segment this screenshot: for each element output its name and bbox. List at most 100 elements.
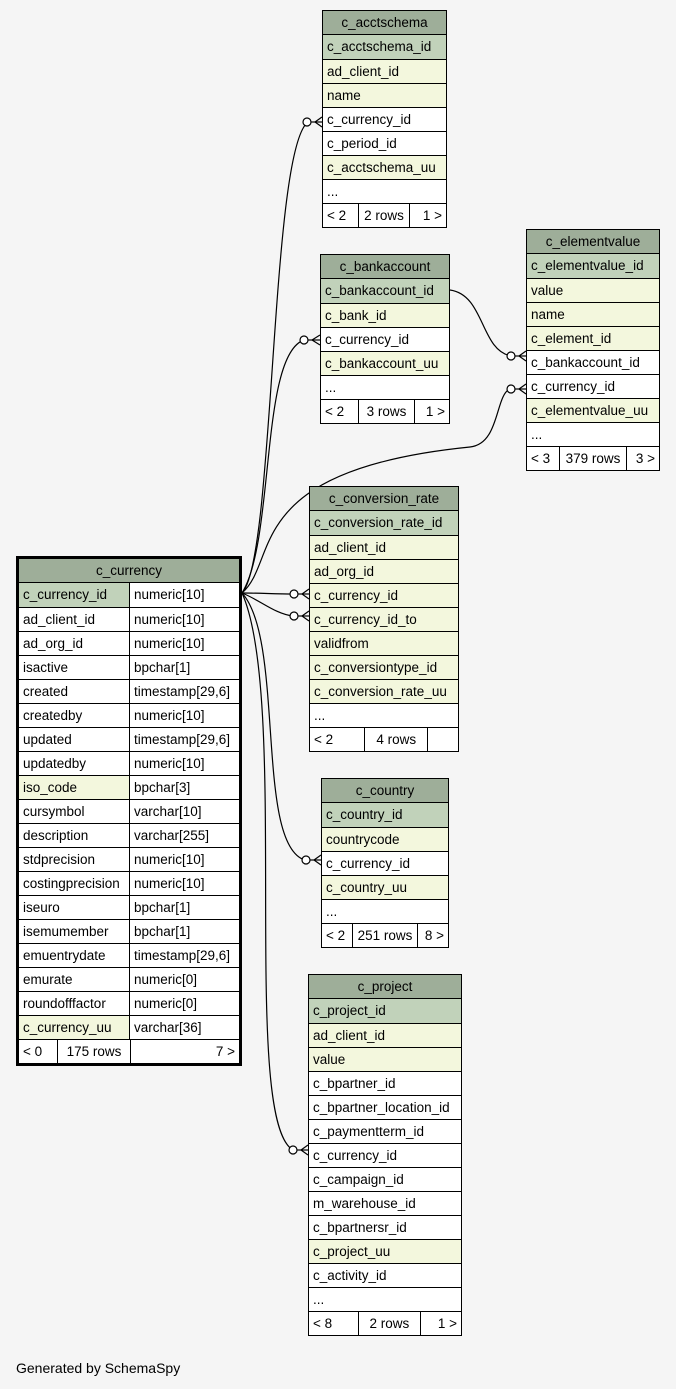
table-row[interactable]: ... [310, 703, 458, 727]
table-row[interactable]: ... [323, 179, 446, 203]
table-row[interactable]: c_bpartner_location_id [309, 1095, 461, 1119]
children-count[interactable]: 1 > [422, 208, 442, 223]
table-row[interactable]: ... [322, 899, 448, 923]
table-row[interactable]: c_bpartnersr_id [309, 1215, 461, 1239]
table-header[interactable]: c_project [309, 975, 461, 999]
children-count[interactable] [428, 728, 458, 751]
table-row[interactable]: c_currency_id [310, 583, 458, 607]
table-header[interactable]: c_acctschema [323, 11, 446, 35]
table-row[interactable]: c_conversiontype_id [310, 655, 458, 679]
table-row[interactable]: ... [527, 422, 659, 446]
children-count[interactable]: 8 > [424, 928, 444, 943]
table-row[interactable]: c_country_id [322, 803, 448, 827]
children-count[interactable]: 1 > [425, 404, 445, 419]
column-name: ad_client_id [19, 608, 129, 631]
parents-count[interactable]: < 8 [313, 1316, 333, 1331]
children-count[interactable]: 3 > [635, 451, 655, 466]
table-row[interactable]: ... [321, 375, 449, 399]
table-row[interactable]: countrycode [322, 827, 448, 851]
children-count[interactable]: 1 > [437, 1316, 457, 1331]
table-header[interactable]: c_elementvalue [527, 230, 659, 254]
table-row[interactable]: ad_org_id [310, 559, 458, 583]
table-row[interactable]: c_bankaccount_id [321, 279, 449, 303]
table-row[interactable]: c_campaign_id [309, 1167, 461, 1191]
parents-count[interactable]: < 2 [326, 928, 346, 943]
table-row[interactable]: c_currency_id_to [310, 607, 458, 631]
table-row[interactable]: c_currency_id [321, 327, 449, 351]
table-row[interactable]: c_currency_id [309, 1143, 461, 1167]
table-row[interactable]: c_paymentterm_id [309, 1119, 461, 1143]
table-row[interactable]: name [323, 83, 446, 107]
parents-count[interactable]: < 2 [314, 732, 334, 747]
parents-count[interactable]: < 3 [531, 451, 551, 466]
table-row[interactable]: c_bankaccount_uu [321, 351, 449, 375]
table-row[interactable]: c_activity_id [309, 1263, 461, 1287]
table-row[interactable]: c_elementvalue_id [527, 254, 659, 278]
table-row[interactable]: ad_client_id [309, 1023, 461, 1047]
table-row[interactable]: ad_client_id [323, 59, 446, 83]
table-row[interactable]: c_project_uu [309, 1239, 461, 1263]
table-row[interactable]: c_acctschema_id [323, 35, 446, 59]
table-row[interactable]: c_elementvalue_uu [527, 398, 659, 422]
link-bankaccount [241, 339, 305, 594]
table-row[interactable]: name [527, 302, 659, 326]
table-row[interactable]: c_period_id [323, 131, 446, 155]
table-row[interactable]: validfrom [310, 631, 458, 655]
table-row[interactable]: c_bankaccount_id [527, 350, 659, 374]
table-row[interactable]: c_bpartner_id [309, 1071, 461, 1095]
table-row[interactable]: c_currency_id [527, 374, 659, 398]
table-header[interactable]: c_bankaccount [321, 255, 449, 279]
table-row[interactable]: c_bank_id [321, 303, 449, 327]
table-row[interactable]: c_element_id [527, 326, 659, 350]
table-row[interactable]: c_project_id [309, 999, 461, 1023]
table-row[interactable]: value [527, 278, 659, 302]
table-row[interactable]: ... [309, 1287, 461, 1311]
column-name: c_project_uu [309, 1240, 461, 1263]
table-header[interactable]: c_currency [19, 559, 239, 583]
parents-count[interactable]: < 0 [23, 1044, 43, 1059]
table-row[interactable]: c_currency_id [322, 851, 448, 875]
table-header[interactable]: c_conversion_rate [310, 487, 458, 511]
table-row[interactable]: c_conversion_rate_id [310, 511, 458, 535]
parents-count[interactable]: < 2 [327, 208, 347, 223]
generated-by-note: Generated by SchemaSpy [16, 1360, 181, 1376]
table-row[interactable]: c_acctschema_uu [323, 155, 446, 179]
table-row[interactable]: c_conversion_rate_uu [310, 679, 458, 703]
children-count[interactable]: 7 > [215, 1044, 235, 1059]
parents-count[interactable]: < 2 [325, 404, 345, 419]
table-row[interactable]: c_country_uu [322, 875, 448, 899]
table-row[interactable]: value [309, 1047, 461, 1071]
column-name: roundofffactor [19, 992, 129, 1015]
table-row[interactable]: ad_client_id [310, 535, 458, 559]
table-row[interactable]: m_warehouse_id [309, 1191, 461, 1215]
column-type: numeric[10] [129, 872, 239, 895]
table-row[interactable]: c_currency_id [323, 107, 446, 131]
table-header[interactable]: c_country [322, 779, 448, 803]
